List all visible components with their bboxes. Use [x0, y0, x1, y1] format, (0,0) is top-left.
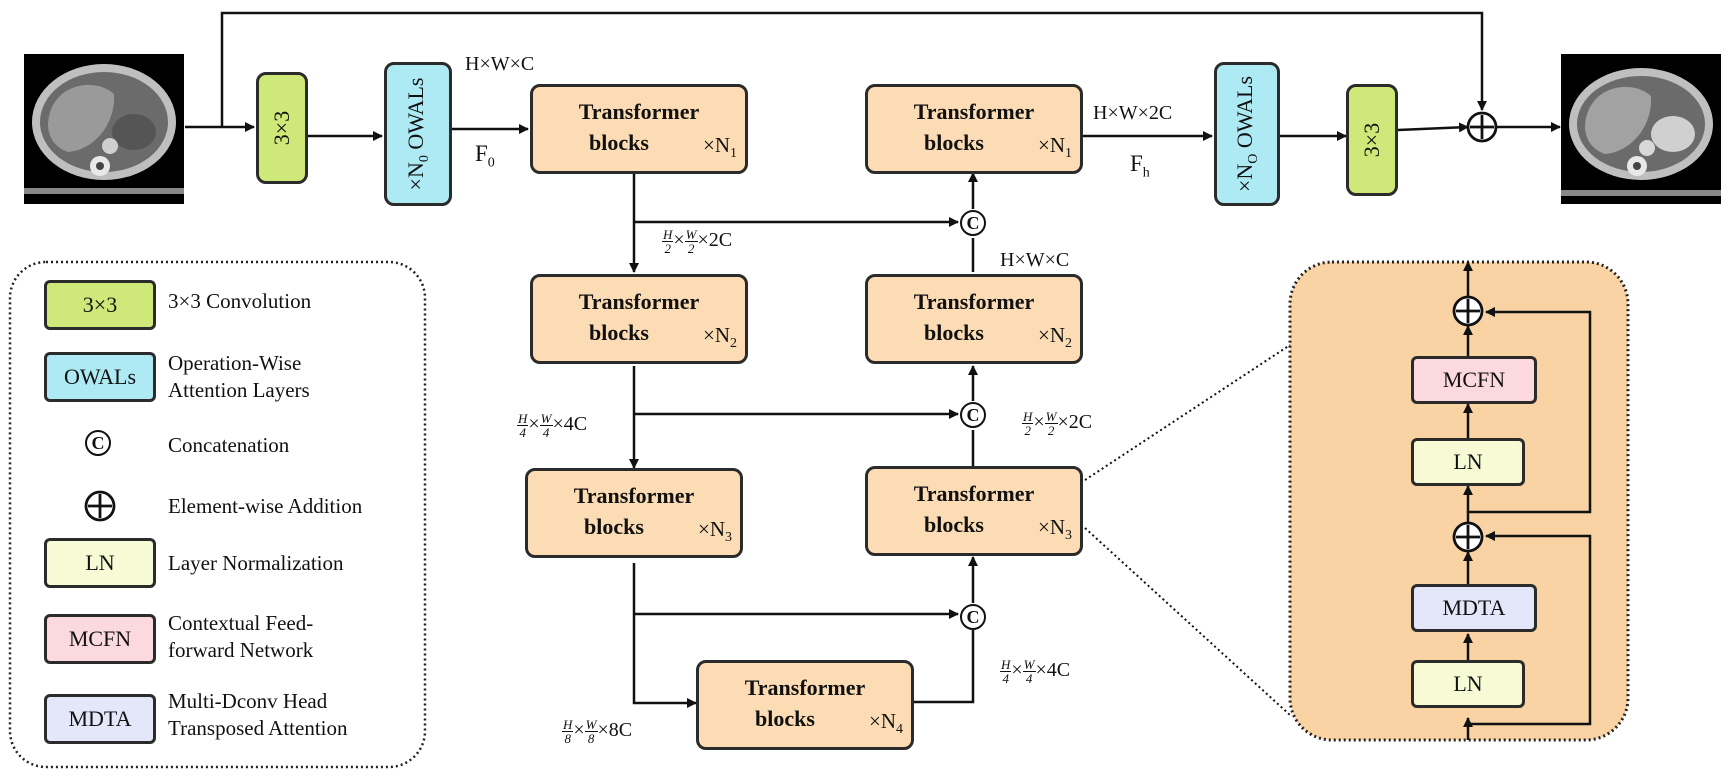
ct-scan-output-image — [1561, 54, 1721, 204]
dim-label-hwc-top: H×W×C — [465, 53, 535, 75]
decoder-transformer-block-1: Transformer blocks ×N1 — [865, 84, 1083, 174]
legend-conv-text: 3×3 Convolution — [168, 289, 312, 313]
bottleneck-transformer-block-4: Transformer blocks ×N4 — [696, 660, 914, 750]
dim-label-hwc-decoder: H×W×C — [1000, 249, 1070, 271]
encoder-transformer-block-2: Transformer blocks ×N2 — [530, 274, 748, 364]
legend-conv-swatch: 3×3 — [44, 280, 156, 330]
detail-mdta-block: MDTA — [1411, 584, 1537, 632]
legend-mcfn-text: Contextual Feed-forward Network — [168, 611, 314, 662]
concat-icon: C — [960, 210, 986, 236]
legend-add-text: Element-wise Addition — [168, 494, 363, 518]
conv3x3-input-block: 3×3 — [256, 72, 308, 184]
concat-icon: C — [960, 604, 986, 630]
decoder-transformer-block-3: Transformer blocks ×N3 — [865, 466, 1083, 556]
legend-concat-icon: C — [85, 430, 111, 456]
add-icon — [84, 111, 1498, 553]
concat-icon: C — [960, 402, 986, 428]
owals-input-block: ×N0 OWALs — [384, 62, 452, 206]
legend-mdta-swatch: MDTA — [44, 694, 156, 744]
decoder-transformer-block-2: Transformer blocks ×N2 — [865, 274, 1083, 364]
detail-ln-block-bottom: LN — [1411, 660, 1525, 708]
f0-label: F0 — [475, 141, 495, 171]
detail-ln-block-top: LN — [1411, 438, 1525, 486]
detail-mcfn-block: MCFN — [1411, 356, 1537, 404]
legend-concat-text: Concatenation — [168, 433, 290, 457]
legend-panel — [8, 260, 427, 769]
dim-label-hw2c: H×W×2C — [1093, 102, 1173, 124]
conv3x3-output-block: 3×3 — [1346, 84, 1398, 196]
owals-output-block: ×NO OWALs — [1214, 62, 1280, 206]
encoder-transformer-block-1: Transformer blocks ×N1 — [530, 84, 748, 174]
encoder-transformer-block-3: Transformer blocks ×N3 — [525, 468, 743, 558]
legend-mcfn-swatch: MCFN — [44, 614, 156, 664]
legend-ln-text: Layer Normalization — [168, 551, 344, 575]
transformer-detail-panel — [1288, 260, 1630, 742]
legend-ln-swatch: LN — [44, 538, 156, 588]
ct-scan-input-image — [24, 54, 184, 204]
fh-label: Fh — [1130, 151, 1150, 181]
legend-owals-swatch: OWALs — [44, 352, 156, 402]
